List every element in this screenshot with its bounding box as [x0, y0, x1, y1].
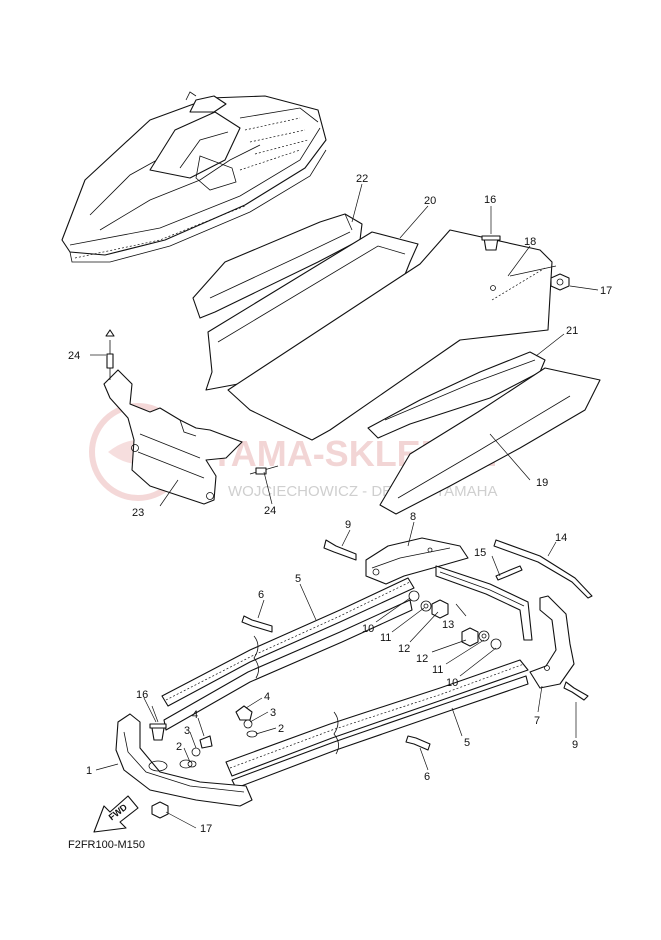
callout-4-left: 4: [192, 709, 198, 721]
callout-6-lower: 6: [424, 771, 430, 783]
callout-24-lower: 24: [264, 505, 276, 517]
callout-13: 13: [442, 619, 454, 631]
part-1-bumper: [115, 713, 253, 807]
part-21-mat: [367, 351, 546, 439]
part-24-rivets: [105, 329, 279, 475]
callout-2-right: 2: [278, 723, 284, 735]
part-5-rail-upper: [161, 577, 415, 731]
callout-12-left: 12: [398, 643, 410, 655]
callout-6-upper: 6: [258, 589, 264, 601]
callout-17-lower: 17: [200, 823, 212, 835]
callout-14: 14: [555, 532, 567, 544]
callout-20: 20: [424, 195, 436, 207]
callout-24-upper: 24: [68, 350, 80, 362]
watermark-subtitle: WOJCIECHOWICZ - DEALER YAMAHA: [228, 483, 497, 500]
diagram-code: F2FR100-M150: [68, 839, 145, 851]
part-23-bracket: [103, 369, 243, 505]
callout-19: 19: [536, 477, 548, 489]
part-8-bracket: [365, 537, 469, 585]
part-14-strip: [493, 539, 593, 599]
callout-10-lower: 10: [446, 677, 458, 689]
callout-18: 18: [524, 236, 536, 248]
part-13-rail: [435, 565, 533, 641]
callout-7: 7: [534, 715, 540, 727]
part-22-mat: [192, 213, 363, 319]
part-7-bracket: [529, 595, 575, 689]
leader-lines: [90, 183, 599, 829]
callout-8: 8: [410, 511, 416, 523]
callout-5-upper: 5: [295, 573, 301, 585]
callout-16-lower: 16: [136, 689, 148, 701]
callout-numbers: 22 20 16 18 17 24 21 19 23 24 9 8 15 14 …: [68, 173, 612, 835]
callout-16-upper: 16: [484, 194, 496, 206]
callout-17-upper: 17: [600, 285, 612, 297]
hardware-washers-nuts: [149, 590, 502, 819]
callout-11-lower: 11: [432, 664, 443, 676]
part-16-grommet-upper: [481, 235, 501, 251]
callout-9-lower: 9: [572, 739, 578, 751]
callout-3-left: 3: [184, 725, 190, 737]
callout-1: 1: [86, 765, 92, 777]
part-18-mat: [227, 229, 553, 441]
callout-12-right: 12: [416, 653, 428, 665]
fwd-arrow: FWD: [93, 795, 139, 833]
hardware-screws: [241, 539, 589, 751]
callout-15: 15: [474, 547, 486, 559]
part-19-mat: [379, 367, 601, 515]
callout-2-left: 2: [176, 741, 182, 753]
callout-22: 22: [356, 173, 368, 185]
callout-4-right: 4: [264, 691, 270, 703]
callout-3-right: 3: [270, 707, 276, 719]
callout-10-upper: 10: [362, 623, 374, 635]
callout-5-lower: 5: [464, 737, 470, 749]
callout-11-upper: 11: [380, 632, 391, 644]
callout-21: 21: [566, 325, 578, 337]
watercraft-overview: [61, 91, 327, 263]
callout-9-upper: 9: [345, 519, 351, 531]
part-5-rail-lower: [225, 659, 529, 789]
part-17-nut-upper: [550, 273, 570, 291]
callout-23: 23: [132, 507, 144, 519]
